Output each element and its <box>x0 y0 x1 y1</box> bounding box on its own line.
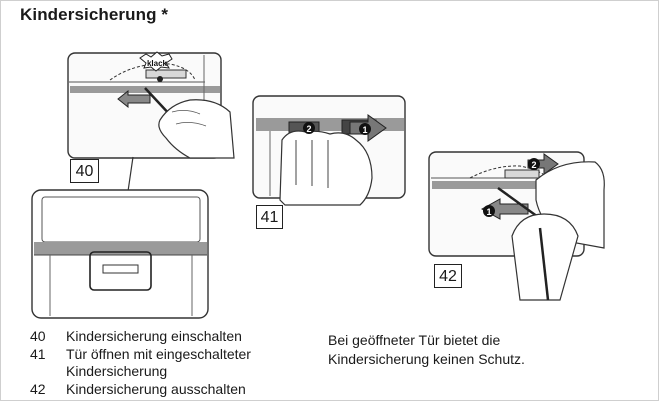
page-title: Kindersicherung * <box>20 5 169 24</box>
svg-text:2: 2 <box>531 160 536 170</box>
legend-number: 40 <box>30 328 46 344</box>
step-marker-2-fig42: 2 <box>528 158 540 170</box>
svg-text:2: 2 <box>306 124 311 134</box>
klack-callout: klack <box>147 59 168 68</box>
figure-number-42: 42 <box>434 264 462 288</box>
figure-41-illustration <box>252 95 406 206</box>
step-marker-2: 2 <box>303 122 315 134</box>
legend-text: Kindersicherung ausschalten <box>66 380 246 397</box>
legend-text: Tür öffnen mit eingeschalteter Kindersic… <box>66 345 251 380</box>
figure-42-illustration <box>428 151 605 301</box>
legend-text: Kindersicherung einschalten <box>66 328 242 344</box>
legend-item: 40 Kindersicherung einschalten <box>30 328 316 346</box>
legend-number: 41 <box>30 345 46 362</box>
legend: 40 Kindersicherung einschalten 41 Tür öf… <box>30 328 316 398</box>
svg-text:1: 1 <box>486 207 491 217</box>
figure-number-41: 41 <box>256 205 283 229</box>
step-marker-1: 1 <box>359 123 371 135</box>
legend-item: 42 Kindersicherung ausschalten <box>30 381 316 399</box>
legend-item: 41 Tür öffnen mit eingeschalteter Kinder… <box>30 346 316 381</box>
figure-40-illustration <box>67 51 235 159</box>
safety-note: Bei geöffneter Tür bietet die Kindersich… <box>328 332 525 367</box>
legend-number: 42 <box>30 380 46 397</box>
washer-overview <box>31 189 209 319</box>
step-marker-1-fig42: 1 <box>483 205 495 217</box>
figure-number-40: 40 <box>70 159 99 183</box>
svg-text:1: 1 <box>362 125 367 135</box>
